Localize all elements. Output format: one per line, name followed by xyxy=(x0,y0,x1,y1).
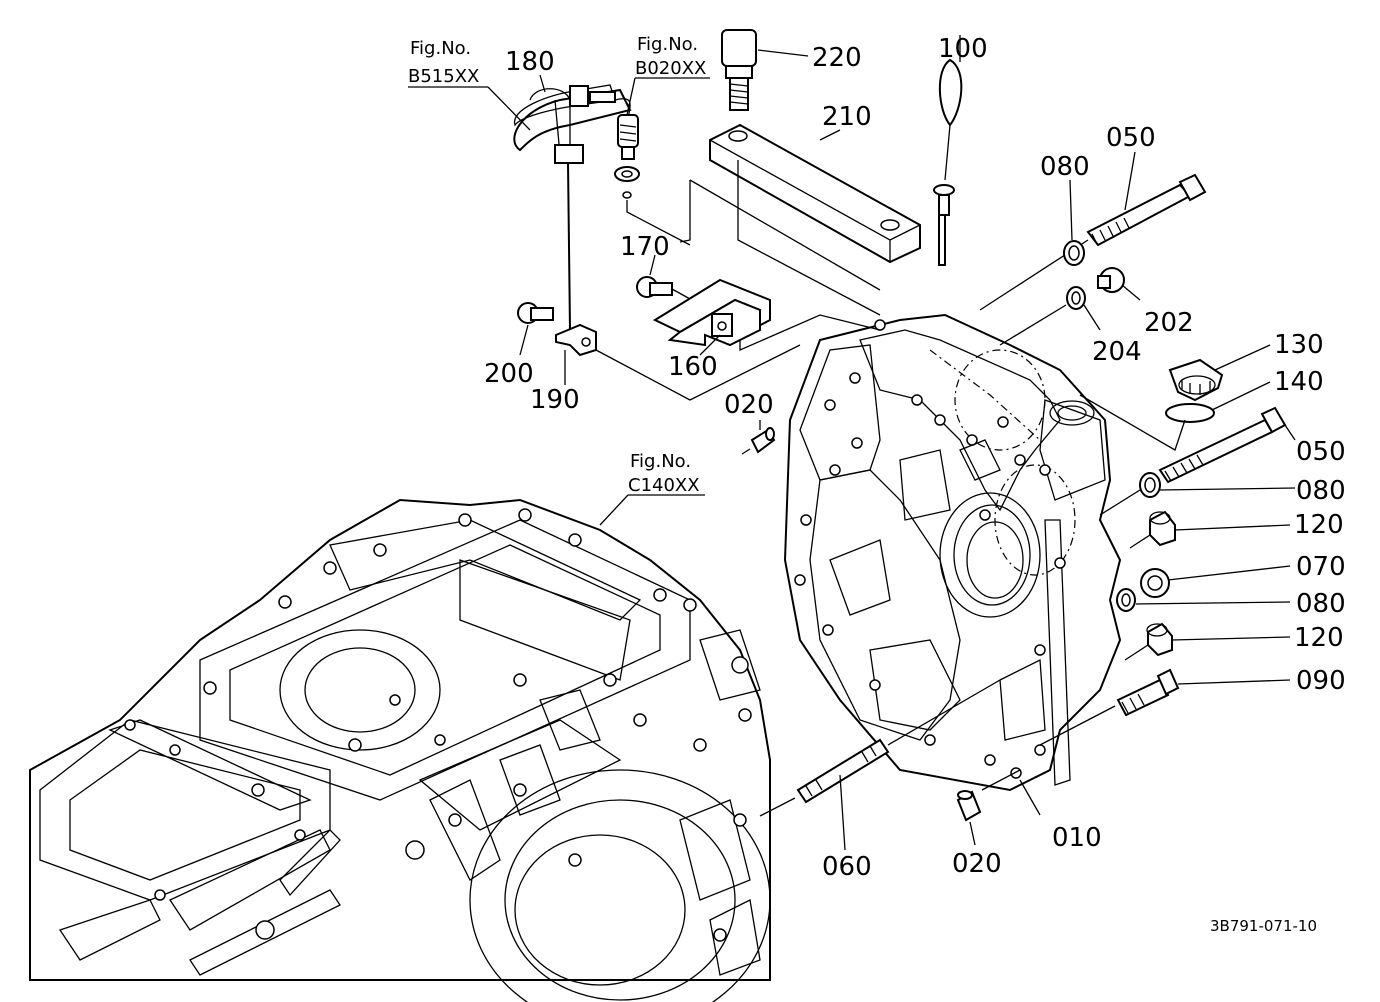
stud-060 xyxy=(759,679,1001,851)
case-bolt-holes xyxy=(124,508,752,942)
callout-100: 100 xyxy=(938,34,988,64)
clutch-housing-010 xyxy=(783,313,1122,792)
fig-ref-b020xx-label: Fig.No. xyxy=(637,34,698,55)
callout-200: 200 xyxy=(484,359,534,389)
part-callouts: 220 210 180 100 050 080 170 202 204 200 … xyxy=(484,34,1346,882)
nut-070 xyxy=(1140,565,1291,598)
plug-202 xyxy=(1097,267,1141,301)
bushing-120-upper xyxy=(1129,510,1291,549)
transmission-case-drawing xyxy=(29,498,771,1002)
callout-080-mid: 080 xyxy=(1296,476,1346,506)
housing-bolt-holes xyxy=(794,319,1066,779)
washer-204 xyxy=(999,286,1101,346)
washer-080-mid xyxy=(1099,472,1296,516)
sensor-b020xx xyxy=(614,114,691,246)
fig-ref-b515xx-code: B515XX xyxy=(408,66,479,87)
callout-120-lower: 120 xyxy=(1294,623,1344,653)
bolt-050-upper xyxy=(979,151,1207,311)
fig-ref-c140xx-label: Fig.No. xyxy=(630,451,691,472)
callout-020-upper: 020 xyxy=(724,390,774,420)
drawing-code: 3B791-071-10 xyxy=(1210,917,1317,935)
pin-020-upper xyxy=(741,427,776,455)
dipstick-100 xyxy=(933,35,963,266)
callout-140: 140 xyxy=(1274,367,1324,397)
plate-210 xyxy=(679,123,921,316)
callout-190: 190 xyxy=(530,385,580,415)
callout-220: 220 xyxy=(812,43,862,73)
cap-130 xyxy=(1168,344,1271,402)
callout-202: 202 xyxy=(1144,308,1194,338)
callout-070: 070 xyxy=(1296,552,1346,582)
callout-120-upper: 120 xyxy=(1294,510,1344,540)
callout-020-lower: 020 xyxy=(952,849,1002,879)
fig-ref-b515xx-label: Fig.No. xyxy=(410,38,471,59)
fig-ref-b020xx-code: B020XX xyxy=(635,58,706,79)
callout-010: 010 xyxy=(1052,823,1102,853)
callout-204: 204 xyxy=(1092,337,1142,367)
bolt-050-lower xyxy=(1158,406,1296,484)
callout-080-upper: 080 xyxy=(1040,152,1090,182)
callout-210: 210 xyxy=(822,102,872,132)
fig-ref-c140xx-code: C140XX xyxy=(628,475,700,496)
figure-reference-labels: Fig.No. B515XX Fig.No. B020XX Fig.No. C1… xyxy=(408,34,706,496)
bolt-200 xyxy=(517,302,554,324)
callout-160: 160 xyxy=(668,352,718,382)
callout-060: 060 xyxy=(822,852,872,882)
bushing-120-lower xyxy=(1124,622,1291,661)
washer-080-lower xyxy=(1116,588,1291,612)
callout-050-lower: 050 xyxy=(1296,437,1346,467)
bolt-220 xyxy=(721,29,809,111)
pin-020-lower xyxy=(956,769,1021,822)
callout-050-upper: 050 xyxy=(1106,123,1156,153)
callout-090: 090 xyxy=(1296,666,1346,696)
harness-180 xyxy=(513,84,632,331)
clip-190 xyxy=(555,323,801,401)
callout-180: 180 xyxy=(505,47,555,77)
callout-170: 170 xyxy=(620,232,670,262)
callout-080-lower: 080 xyxy=(1296,589,1346,619)
callout-130: 130 xyxy=(1274,330,1324,360)
bolt-090 xyxy=(1039,668,1291,746)
oring-140 xyxy=(1079,381,1271,451)
bracket-160 xyxy=(652,278,881,351)
washer-080-upper xyxy=(1063,179,1085,266)
